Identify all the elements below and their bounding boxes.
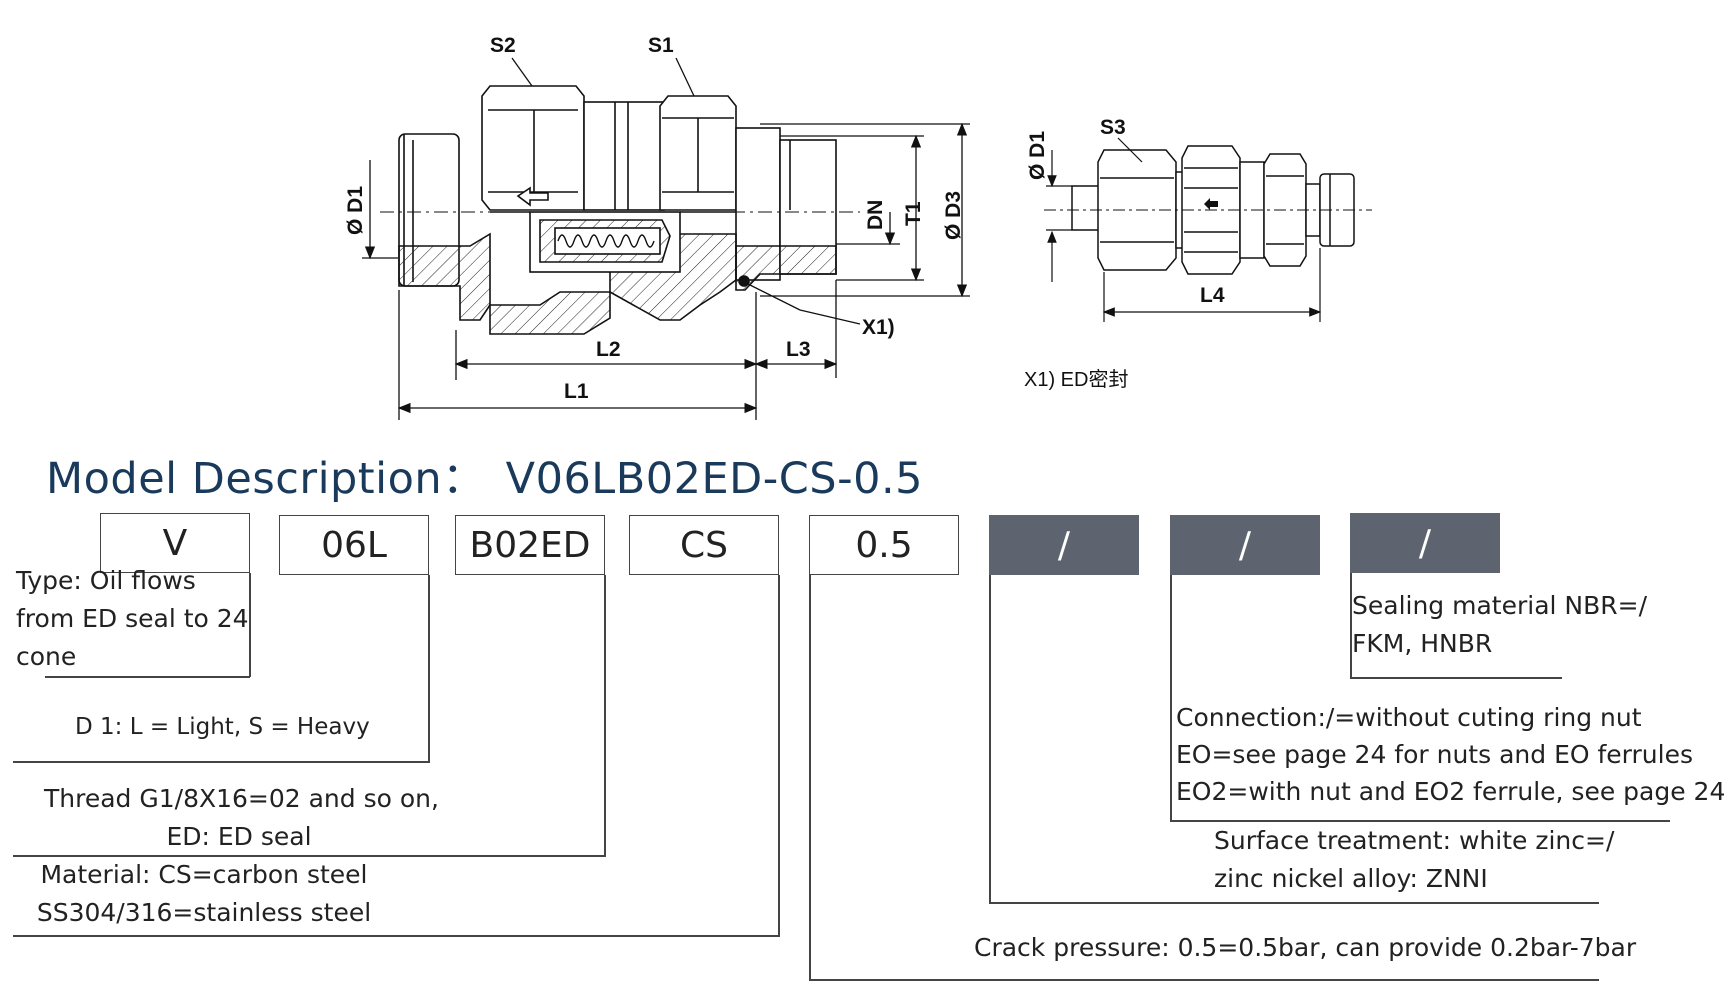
label-l3: L3	[786, 338, 811, 361]
check-valve-side-view	[1044, 145, 1372, 275]
leader-d1-h	[13, 761, 430, 763]
desc-material-line-2: SS304/316=stainless steel	[36, 898, 372, 927]
code-box-d1: 06L	[279, 515, 429, 575]
desc-sealing-line-2: FKM, HNBR	[1352, 629, 1493, 658]
desc-thread-line-2: ED: ED seal	[166, 822, 312, 851]
desc-surface: Surface treatment: white zinc=/ zinc nic…	[1214, 822, 1614, 898]
desc-connection-line-1: Connection:/=without cuting ring nut	[1176, 703, 1642, 732]
leader-type-h	[45, 676, 250, 678]
desc-surface-line-2: zinc nickel alloy: ZNNI	[1214, 864, 1488, 893]
desc-crack-pressure: Crack pressure: 0.5=0.5bar, can provide …	[974, 933, 1637, 962]
desc-thread: Thread G1/8X16=02 and so on, ED: ED seal	[44, 780, 439, 856]
desc-type-line-1: Type: Oil flows	[16, 566, 196, 595]
dimension-lines	[362, 57, 970, 420]
leader-crack-v	[809, 575, 811, 980]
code-box-thread: B02ED	[455, 515, 605, 575]
fitting-technical-drawing: S2 S1 Ø D1 DN T1 Ø D3 X1) L2 L3 L1	[344, 34, 1372, 420]
label-d1: Ø D1	[344, 186, 367, 235]
desc-surface-line-1: Surface treatment: white zinc=/	[1214, 826, 1615, 855]
ed-seal-note: X1) ED密封	[1024, 368, 1128, 391]
leader-connection-v	[1170, 575, 1172, 821]
desc-sealing: Sealing material NBR=/ FKM, HNBR	[1352, 587, 1647, 663]
desc-d1: D 1: L = Light, S = Heavy	[75, 714, 370, 740]
code-box-crack-pressure: 0.5	[809, 515, 959, 575]
side-view-dimensions	[1046, 137, 1322, 322]
side-view-labels: Ø D1 S3 L4 X1) ED密封	[1024, 116, 1225, 391]
leader-sealing-v	[1350, 573, 1352, 678]
label-l2: L2	[596, 338, 621, 361]
label-side-d1: Ø D1	[1026, 131, 1049, 180]
label-d3: Ø D3	[942, 191, 965, 240]
label-dn: DN	[864, 200, 887, 230]
leader-connection-h	[1170, 820, 1670, 822]
code-box-surface: /	[989, 515, 1139, 575]
desc-connection: Connection:/=without cuting ring nut EO=…	[1176, 699, 1725, 810]
model-description-title: Model Description： V06LB02ED-CS-0.5	[46, 444, 923, 506]
model-code: V06LB02ED-CS-0.5	[505, 454, 923, 504]
code-box-type: V	[100, 513, 250, 573]
code-box-connection: /	[1170, 515, 1320, 575]
desc-material: Material: CS=carbon steel SS304/316=stai…	[30, 856, 378, 932]
label-x1: X1)	[862, 316, 895, 339]
leader-material-v	[778, 575, 780, 936]
leader-d1-v	[428, 575, 430, 762]
title-prefix: Model Description：	[46, 454, 486, 504]
label-s1: S1	[648, 34, 674, 57]
code-box-sealing: /	[1350, 513, 1500, 573]
desc-connection-line-3: EO2=with nut and EO2 ferrule, see page 2…	[1176, 777, 1725, 806]
label-t1: T1	[902, 201, 925, 226]
leader-surface-h	[989, 902, 1599, 904]
desc-thread-line-1: Thread G1/8X16=02 and so on,	[44, 784, 439, 813]
leader-material-h	[13, 935, 780, 937]
desc-connection-line-2: EO=see page 24 for nuts and EO ferrules	[1176, 740, 1693, 769]
label-l4: L4	[1200, 284, 1225, 307]
desc-type: Type: Oil flows from ED seal to 24 cone	[16, 562, 249, 676]
leader-crack-h	[809, 979, 1599, 981]
leader-type-v	[249, 573, 251, 677]
label-s3: S3	[1100, 116, 1126, 139]
label-l1: L1	[564, 380, 589, 403]
label-s2: S2	[490, 34, 516, 57]
desc-type-line-3: cone	[16, 642, 77, 671]
leader-thread-h	[13, 855, 606, 857]
check-valve-section-view	[380, 85, 860, 335]
desc-sealing-line-1: Sealing material NBR=/	[1352, 591, 1648, 620]
leader-thread-v	[604, 575, 606, 856]
code-box-material: CS	[629, 515, 779, 575]
leader-surface-v	[989, 575, 991, 903]
leader-sealing-h	[1350, 677, 1562, 679]
desc-type-line-2: from ED seal to 24	[16, 604, 249, 633]
left-view-labels: S2 S1 Ø D1 DN T1 Ø D3 X1) L2 L3 L1	[344, 34, 965, 403]
desc-material-line-1: Material: CS=carbon steel	[40, 860, 368, 889]
